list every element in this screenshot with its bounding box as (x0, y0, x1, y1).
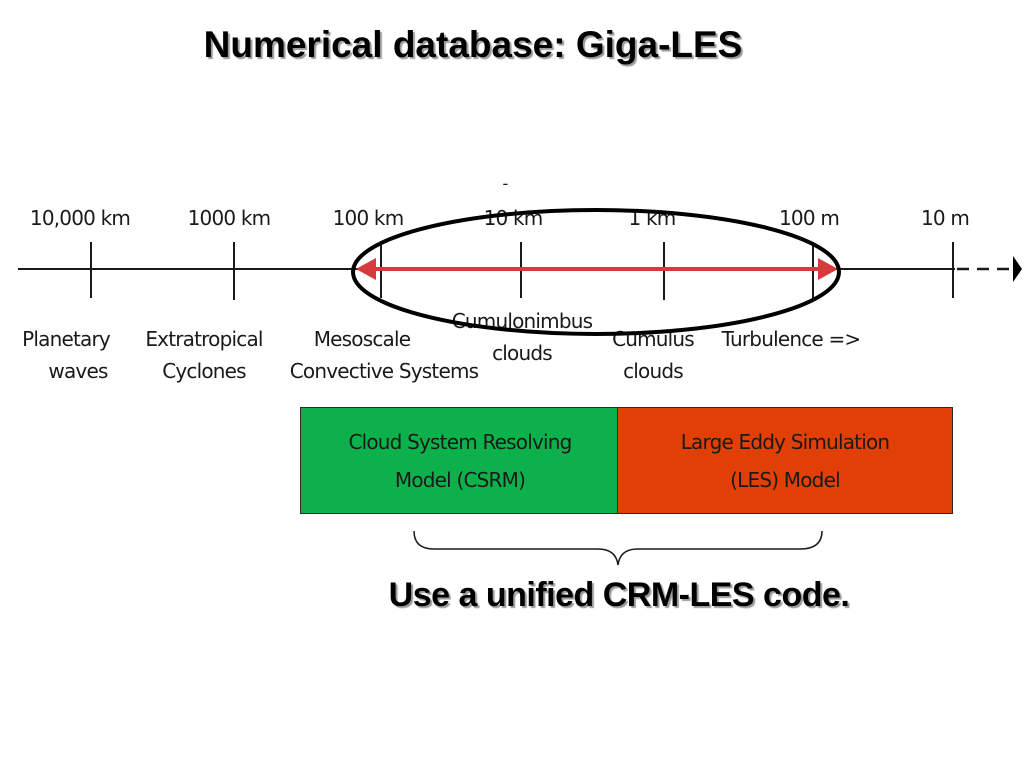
phenomenon-line: Convective Systems (289, 359, 479, 383)
range-arrow-right-head-icon (818, 258, 838, 280)
phenomenon-line: Turbulence => (721, 327, 862, 351)
tick-label-100m: 100 m (778, 206, 840, 230)
phenomenon-line: Extratropical (145, 327, 263, 351)
phenomenon-line: clouds (623, 359, 684, 383)
range-arrow-left-head-icon (356, 258, 376, 280)
les-model-box: Large Eddy Simulation (LES) Model (617, 407, 953, 514)
phenomenon-mesoscale-convective-systems: Mesoscale Convective Systems (290, 323, 479, 387)
phenomenon-line: Cyclones (162, 359, 246, 383)
csrm-model-label: Cloud System Resolving Model (CSRM) (348, 429, 572, 492)
axis-arrowhead-icon (1013, 256, 1022, 282)
phenomenon-line: Cumulonimbus (451, 309, 593, 333)
minor-mark: - (502, 174, 509, 193)
phenomenon-extratropical-cyclones: Extratropical Cyclones (145, 323, 263, 387)
tick-label-1000km: 1000 km (187, 206, 272, 230)
phenomenon-cumulonimbus-clouds: Cumulonimbus clouds (452, 305, 593, 369)
phenomenon-planetary-waves: Planetary waves (22, 323, 111, 387)
tick-label-10000km: 10,000 km (29, 206, 131, 230)
tick-label-100km: 100 km (332, 206, 405, 230)
phenomenon-line: waves (48, 359, 108, 383)
highlight-ellipse (351, 208, 841, 336)
tick-label-10m: 10 m (920, 206, 970, 230)
csrm-model-box: Cloud System Resolving Model (CSRM) (300, 407, 620, 514)
brace-icon (413, 530, 823, 566)
phenomenon-line: clouds (492, 341, 553, 365)
phenomenon-line: Mesoscale (313, 327, 411, 351)
slide-title: Numerical database: Giga-LES (203, 24, 743, 65)
les-model-label: Large Eddy Simulation (LES) Model (680, 429, 890, 492)
phenomenon-turbulence: Turbulence => (721, 323, 862, 355)
phenomenon-line: Planetary (22, 327, 111, 351)
conclusion-text: Use a unified CRM-LES code. (388, 576, 850, 614)
